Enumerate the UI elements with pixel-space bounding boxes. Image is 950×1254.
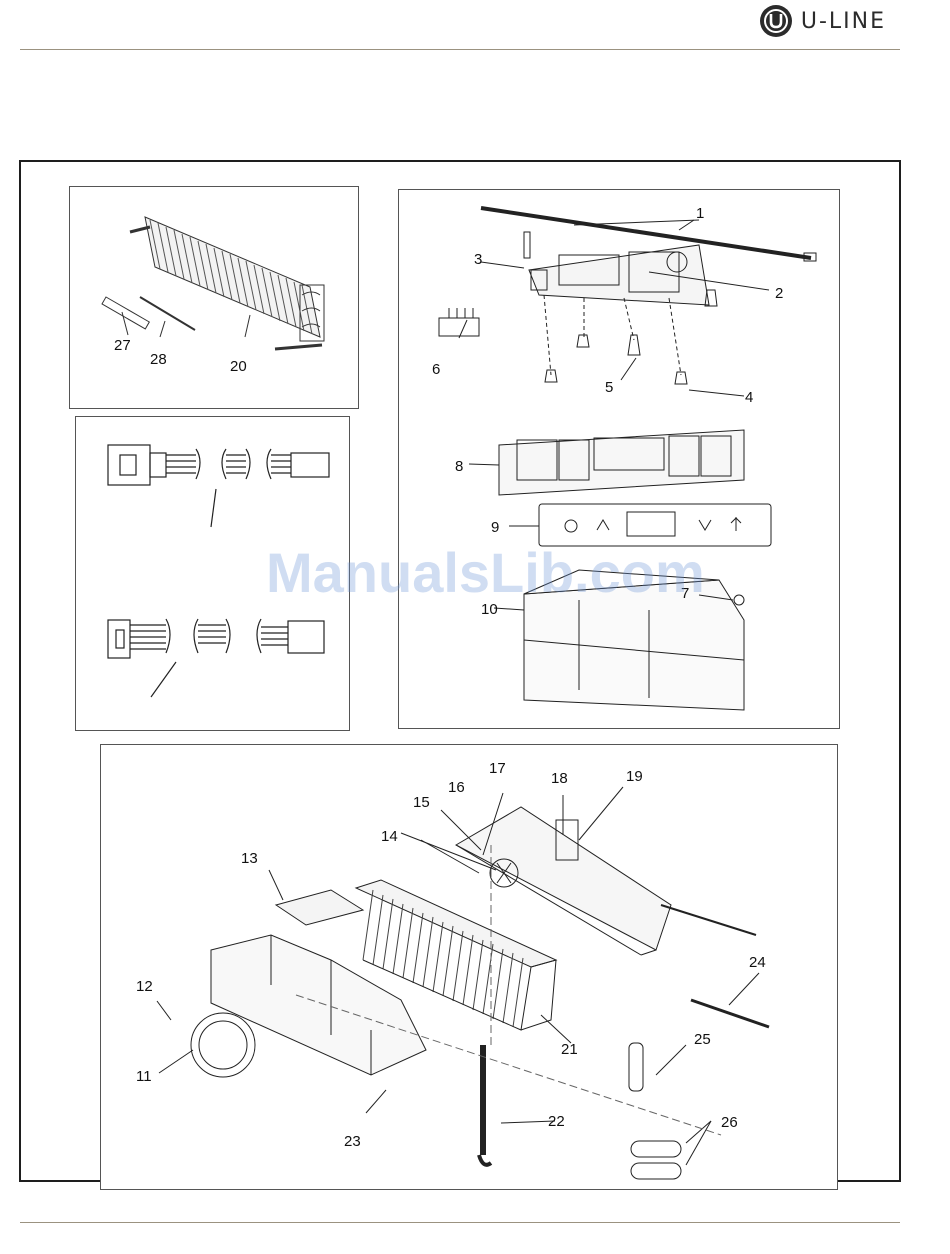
callout-16: 16 (448, 779, 465, 796)
callout-20: 20 (230, 358, 247, 375)
brand-header: U-LINE (759, 4, 886, 38)
callout-27: 27 (114, 337, 131, 354)
evaporator-panel: 27 28 20 (69, 186, 359, 409)
callout-2: 2 (775, 285, 783, 302)
watermark: ManualsLib.com (266, 540, 705, 605)
callout-5: 5 (605, 379, 613, 396)
callout-11: 11 (136, 1068, 152, 1085)
callout-23: 23 (344, 1133, 361, 1150)
callout-14: 14 (381, 828, 398, 845)
callout-19: 19 (626, 768, 643, 785)
callout-17: 17 (489, 760, 506, 777)
control-panel: 1 3 2 6 5 4 8 9 7 10 (398, 189, 840, 729)
control-drawing: 1 3 2 6 5 4 8 9 7 10 (399, 190, 839, 728)
callout-28: 28 (150, 351, 167, 368)
callout-6: 6 (432, 361, 440, 378)
callout-13: 13 (241, 850, 258, 867)
callout-15: 15 (413, 794, 430, 811)
callout-24: 24 (749, 954, 766, 971)
callout-8: 8 (455, 458, 463, 475)
fan-assembly-drawing: 17 18 19 16 15 14 13 12 11 23 21 22 24 2… (101, 745, 837, 1189)
callout-18: 18 (551, 770, 568, 787)
callout-3: 3 (474, 251, 482, 268)
evaporator-drawing: 27 28 20 (70, 187, 358, 408)
callout-21: 21 (561, 1041, 578, 1058)
footer-rule (20, 1222, 900, 1223)
callout-4: 4 (745, 389, 753, 406)
callout-1: 1 (696, 205, 704, 222)
fan-assembly-panel: 17 18 19 16 15 14 13 12 11 23 21 22 24 2… (100, 744, 838, 1190)
u-line-logo-icon (759, 4, 793, 38)
callout-12: 12 (136, 978, 153, 995)
callout-26: 26 (721, 1114, 738, 1131)
callout-9: 9 (491, 519, 499, 536)
callout-25: 25 (694, 1031, 711, 1048)
header-rule (20, 49, 900, 50)
callout-22: 22 (548, 1113, 565, 1130)
brand-name: U-LINE (801, 9, 886, 34)
